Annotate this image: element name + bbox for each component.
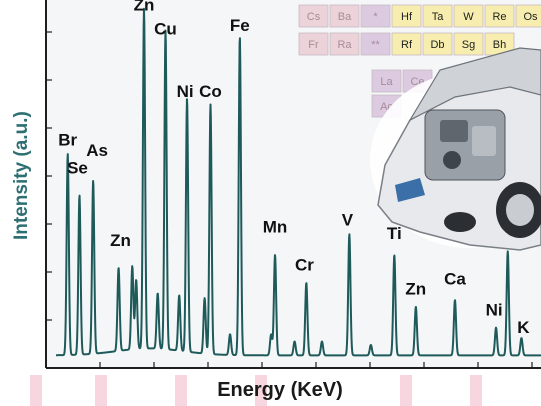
- pt-cell: [484, 4, 515, 28]
- pt-symbol: Db: [430, 39, 444, 51]
- pt-cell: [298, 4, 329, 28]
- pt-cell: [360, 32, 391, 56]
- peak-label-fe: Fe: [230, 16, 250, 35]
- watermark: [30, 375, 482, 406]
- peak-label-mn: Mn: [263, 217, 288, 236]
- pt-symbol: Hf: [401, 11, 413, 23]
- peak-label-cu: Cu: [154, 20, 177, 39]
- pt-symbol: Ta: [432, 11, 445, 23]
- peak-label-ca: Ca: [444, 269, 466, 288]
- pt-cell: [453, 4, 484, 28]
- pt-cell: [329, 32, 360, 56]
- pt-symbol: Bh: [493, 39, 506, 51]
- pt-symbol: Ba: [338, 11, 352, 23]
- pt-cell: [391, 4, 422, 28]
- pt-symbol: Ra: [337, 39, 352, 51]
- peak-label-cr: Cr: [295, 255, 314, 274]
- peak-label-zn: Zn: [134, 0, 155, 14]
- peak-label-as: As: [86, 141, 108, 160]
- x-axis-title: Energy (KeV): [217, 379, 343, 401]
- y-axis-ticks: [46, 31, 52, 321]
- spectrum-line: [55, 7, 541, 357]
- pt-cell: [329, 4, 360, 28]
- peak-label-zn: Zn: [110, 231, 131, 250]
- pt-symbol: Fr: [308, 39, 319, 51]
- x-axis-ticks: [99, 362, 533, 368]
- pt-cell: [422, 4, 453, 28]
- peak-label-se: Se: [67, 158, 88, 177]
- pt-symbol: Cs: [307, 11, 321, 23]
- pt-cell: [422, 32, 453, 56]
- y-axis-title: Intensity (a.u.): [11, 111, 32, 240]
- peak-label-ti: Ti: [387, 224, 402, 243]
- pt-cell: [298, 32, 329, 56]
- pt-symbol: Sg: [462, 39, 475, 51]
- pt-cell: [371, 69, 402, 93]
- peak-label-v: V: [342, 210, 354, 229]
- peak-label-k: K: [517, 318, 530, 337]
- pt-symbol: Os: [523, 11, 538, 23]
- pt-cell: [515, 4, 541, 28]
- pt-symbol: W: [463, 11, 474, 23]
- pt-symbol: La: [380, 76, 393, 88]
- pt-cell: [360, 4, 391, 28]
- pt-cell: [391, 32, 422, 56]
- peak-label-zn: Zn: [405, 280, 426, 299]
- pt-cell: [453, 32, 484, 56]
- pt-symbol: **: [371, 39, 380, 51]
- peak-label-ni: Ni: [177, 82, 194, 101]
- peak-label-br: Br: [58, 131, 77, 150]
- hybrid-car-engine-photo-icon: [370, 47, 541, 251]
- pt-symbol: Rf: [401, 39, 413, 51]
- peak-label-ni: Ni: [486, 301, 503, 320]
- pt-symbol: *: [373, 11, 378, 23]
- peak-label-co: Co: [199, 82, 222, 101]
- pt-symbol: Re: [492, 11, 506, 23]
